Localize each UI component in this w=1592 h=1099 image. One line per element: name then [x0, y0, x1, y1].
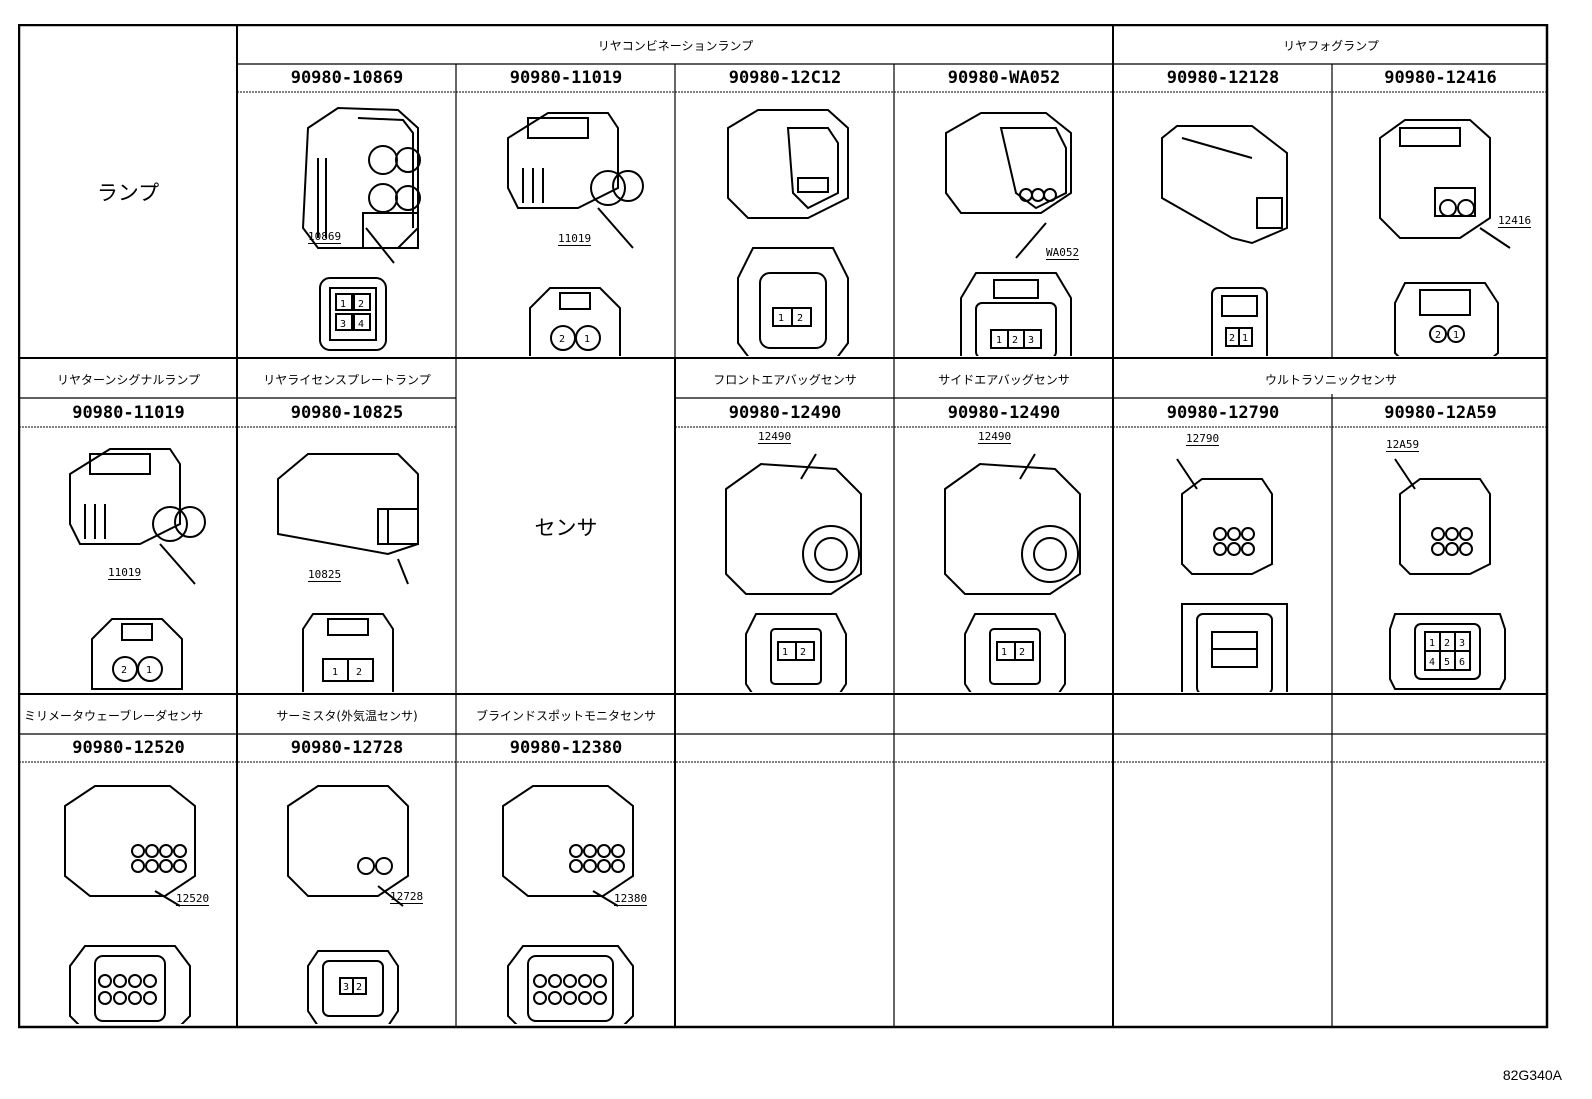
label-rear-license-plate-lamp: リヤライセンスプレートランプ: [263, 372, 431, 387]
svg-text:2: 2: [1435, 330, 1441, 341]
svg-text:1: 1: [1453, 330, 1459, 341]
part-number: 90980-10869: [290, 68, 404, 88]
callout-label: 12490: [978, 430, 1012, 444]
connector-12520-illustration: [64, 785, 196, 1024]
svg-text:5: 5: [1444, 657, 1450, 668]
svg-text:3: 3: [343, 982, 349, 993]
svg-text:2: 2: [800, 647, 806, 658]
svg-text:1: 1: [996, 335, 1002, 346]
part-number: 90980-WA052: [947, 68, 1061, 88]
label-rear-turn-signal-lamp: リヤターンシグナルランプ: [56, 372, 201, 387]
svg-text:1: 1: [332, 667, 338, 678]
svg-text:1: 1: [1001, 647, 1007, 658]
label-millimeter-wave-radar-sensor: ミリメータウェーブレーダセンサ: [24, 708, 204, 723]
part-number: 90980-12520: [72, 738, 185, 758]
label-blind-spot-monitor-sensor: ブラインドスポットモニタセンサ: [475, 708, 656, 723]
svg-text:1: 1: [778, 313, 784, 324]
callout-label: 12490: [758, 430, 792, 444]
part-number: 90980-11019: [509, 68, 623, 88]
table-grid-lines: [18, 24, 1549, 1029]
part-number: 90980-12416: [1384, 68, 1497, 88]
svg-text:2: 2: [356, 667, 362, 678]
callout-label: 12A59: [1386, 438, 1420, 452]
svg-text:2: 2: [559, 334, 565, 345]
figure-code: 82G340A: [1502, 1067, 1562, 1083]
part-number: 90980-10825: [290, 402, 404, 423]
category-sensor: センサ: [534, 516, 598, 540]
callout-label: 11019: [108, 566, 142, 580]
svg-text:3: 3: [1028, 335, 1034, 346]
svg-text:1: 1: [146, 665, 152, 676]
part-number: 90980-11019: [72, 402, 185, 423]
connector-12790-illustration: [1176, 458, 1288, 692]
svg-text:3: 3: [340, 319, 346, 330]
svg-text:2: 2: [1019, 647, 1025, 658]
callout-label: 11019: [558, 232, 592, 246]
connector-12380-illustration: [502, 785, 634, 1024]
svg-text:2: 2: [121, 665, 127, 676]
svg-text:1: 1: [782, 647, 788, 658]
label-front-airbag-sensor: フロントエアバッグセンサ: [713, 372, 857, 387]
part-number: 90980-12C12: [728, 68, 842, 88]
label-thermistor: サーミスタ(外気温センサ): [276, 708, 418, 723]
callout-label: 12520: [176, 892, 210, 906]
svg-text:1: 1: [340, 299, 346, 310]
svg-text:6: 6: [1459, 657, 1465, 668]
svg-text:2: 2: [358, 299, 364, 310]
svg-text:1: 1: [584, 334, 590, 345]
part-number: 90980-12490: [947, 402, 1061, 423]
svg-text:2: 2: [797, 313, 803, 324]
part-number: 90980-12380: [509, 738, 623, 758]
svg-text:1: 1: [1242, 333, 1248, 344]
svg-text:2: 2: [1012, 335, 1018, 346]
svg-text:4: 4: [1429, 657, 1435, 668]
callout-label: 12728: [390, 890, 424, 904]
label-ultrasonic-sensor: ウルトラソニックセンサ: [1264, 372, 1397, 387]
svg-text:2: 2: [356, 982, 362, 993]
label-side-airbag-sensor: サイドエアバッグセンサ: [938, 372, 1070, 387]
callout-label: WA052: [1046, 246, 1080, 260]
category-lamp: ランプ: [96, 181, 160, 205]
part-number: 90980-12490: [728, 402, 842, 423]
group-rear-fog-lamp: リヤフォグランプ: [1283, 38, 1379, 53]
callout-label: 10825: [308, 568, 342, 582]
svg-text:1: 1: [1429, 638, 1435, 649]
callout-label: 12380: [614, 892, 648, 906]
connector-10869-illustration: 1 2 3 4: [301, 106, 421, 351]
svg-text:2: 2: [1229, 333, 1235, 344]
part-number: 90980-12728: [290, 738, 404, 758]
svg-text:2: 2: [1444, 638, 1450, 649]
part-number: 90980-12128: [1166, 68, 1280, 88]
svg-text:4: 4: [358, 319, 364, 330]
callout-label: 12416: [1498, 214, 1532, 228]
callout-label: 10869: [308, 230, 342, 244]
part-number: 90980-12A59: [1384, 402, 1497, 423]
group-rear-combination-lamp: リヤコンビネーションランプ: [597, 38, 754, 53]
svg-text:3: 3: [1459, 638, 1465, 649]
part-number: 90980-12790: [1166, 402, 1280, 423]
callout-label: 12790: [1186, 432, 1220, 446]
